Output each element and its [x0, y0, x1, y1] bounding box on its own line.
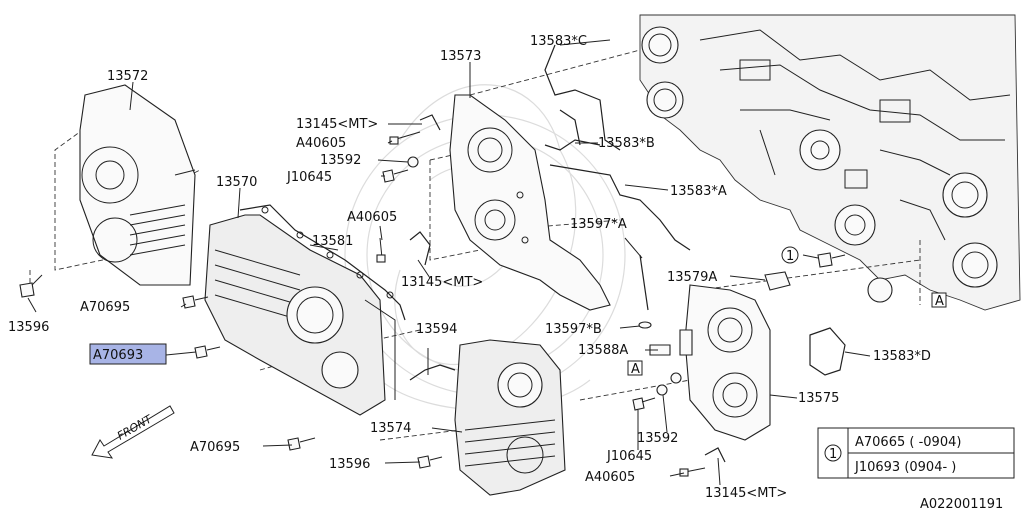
- bolt-a40605-mid: [376, 237, 386, 263]
- label-13596-2[interactable]: 13596: [329, 457, 370, 472]
- label-13145-mt-3[interactable]: 13145<MT>: [705, 486, 787, 501]
- footer-diagram-code: A022001191: [920, 497, 1003, 512]
- nut-13575: [670, 372, 682, 384]
- highlight-a70693: [89, 343, 167, 365]
- legend-row-2: J10693 (0904- ): [854, 460, 956, 475]
- label-a70695-2[interactable]: A70695: [190, 440, 240, 455]
- bolt-a70693: [194, 345, 221, 359]
- legend-ref-number: 1: [829, 447, 837, 462]
- leader-lines: [27, 39, 871, 486]
- engine-block: [639, 14, 1021, 311]
- label-13570[interactable]: 13570: [216, 175, 257, 190]
- gasket-13583-d: [809, 327, 846, 376]
- bolt-a70695-lower: [287, 437, 316, 451]
- part-13594-bracket: [409, 364, 456, 381]
- bolt-j10645-lower: [632, 397, 656, 411]
- bolt-j10645-top: [382, 169, 409, 183]
- label-a40605-3[interactable]: A40605: [585, 470, 635, 485]
- part-13573-rear-cover: [449, 94, 611, 311]
- label-a70695-1[interactable]: A70695: [80, 300, 130, 315]
- bolt-a40605-top: [389, 131, 421, 145]
- label-13588a[interactable]: 13588A: [578, 343, 628, 358]
- label-13583c[interactable]: 13583*C: [530, 34, 587, 49]
- label-13594[interactable]: 13594: [416, 322, 457, 337]
- part-13572-front-cover-left: [79, 84, 196, 286]
- bolt-a40605-lower: [679, 467, 706, 477]
- label-13592-1[interactable]: 13592: [320, 153, 361, 168]
- label-a40605-2[interactable]: A40605: [347, 210, 397, 225]
- part-13581-seal-strip: [239, 204, 406, 321]
- label-j10645-1[interactable]: J10645: [286, 170, 332, 185]
- label-13575[interactable]: 13575: [798, 391, 839, 406]
- label-13574[interactable]: 13574: [370, 421, 411, 436]
- label-a40605-1[interactable]: A40605: [296, 136, 346, 151]
- label-13145-mt-2[interactable]: 13145<MT>: [401, 275, 483, 290]
- part-13575-rear-plate: [684, 284, 771, 441]
- legend-row-1: A70665 ( -0904): [855, 435, 961, 450]
- label-j10645-2[interactable]: J10645: [606, 449, 652, 464]
- gasket-13583-c: [544, 44, 621, 151]
- bolt-1-right: [817, 252, 846, 268]
- label-13592-2[interactable]: 13592: [637, 431, 678, 446]
- bolts: [19, 131, 846, 477]
- callout-labels: 13572 13570 13573 13145<MT> A40605 13592…: [8, 34, 931, 501]
- label-13596-1[interactable]: 13596: [8, 320, 49, 335]
- legend-table: 1 A70665 ( -0904) J10693 (0904- ): [817, 427, 1015, 479]
- ref-number-text: 1: [786, 249, 794, 264]
- label-13579a[interactable]: 13579A: [667, 270, 717, 285]
- label-13597a[interactable]: 13597*A: [570, 217, 627, 232]
- section-marker-a-text: A: [935, 294, 944, 309]
- part-13145-clips: [409, 114, 726, 463]
- nut-13592-lower: [656, 384, 668, 396]
- label-13597b[interactable]: 13597*B: [545, 322, 602, 337]
- part-13574-lower-cover: [454, 339, 566, 496]
- label-13573[interactable]: 13573: [440, 49, 481, 64]
- label-13583a[interactable]: 13583*A: [670, 184, 727, 199]
- gasket-13583-a: [549, 164, 691, 251]
- label-13583b[interactable]: 13583*B: [598, 136, 655, 151]
- label-13581[interactable]: 13581: [312, 234, 353, 249]
- bolt-13596-lower: [417, 455, 443, 469]
- section-marker-a-text: A: [631, 362, 640, 377]
- section-marker-a-right: A: [931, 292, 947, 309]
- nut-13592-top: [407, 156, 419, 168]
- label-13572[interactable]: 13572: [107, 69, 148, 84]
- front-arrow: FRONT: [91, 405, 175, 459]
- section-marker-a-left: A: [627, 360, 643, 377]
- bolt-a70695-upper: [182, 295, 209, 309]
- bolt-13596-left: [19, 274, 43, 298]
- label-13583d[interactable]: 13583*D: [873, 349, 931, 364]
- label-13145-mt-1[interactable]: 13145<MT>: [296, 117, 378, 132]
- label-a70693[interactable]: A70693: [93, 348, 143, 363]
- ref-circle-1-engine: 1: [781, 246, 799, 264]
- part-13588a: [649, 329, 693, 356]
- seal-13597: [638, 254, 652, 329]
- part-13579a: [764, 271, 791, 291]
- part-13570-belt-cover: [204, 214, 396, 416]
